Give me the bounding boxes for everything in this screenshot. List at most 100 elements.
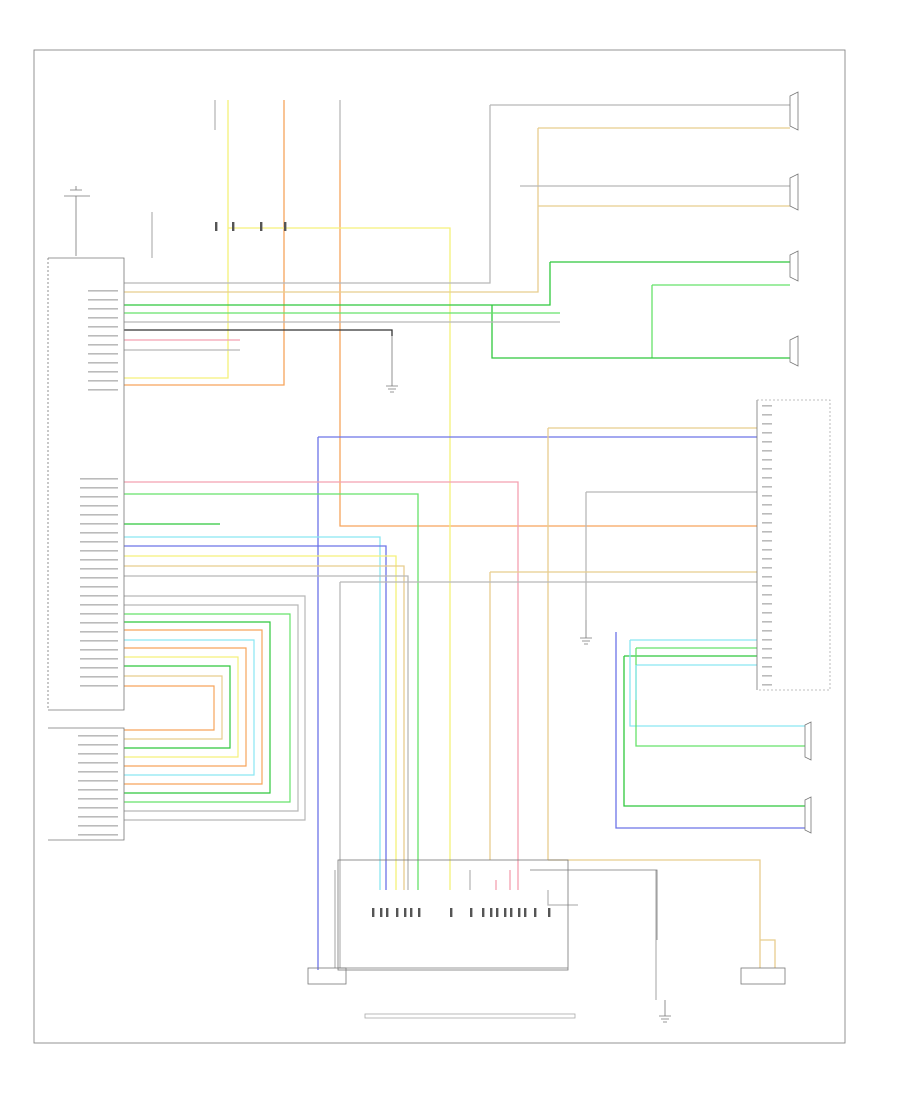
speaker-right-front-lower <box>789 335 799 367</box>
label-mark <box>88 308 118 310</box>
wire-yellow-bottom <box>228 227 451 890</box>
label-mark <box>762 639 772 641</box>
wire-bundle-4 <box>124 629 263 785</box>
label-marks <box>78 290 772 836</box>
label-mark <box>80 658 118 660</box>
wire-orange-long <box>339 160 757 527</box>
label-mark <box>80 676 118 678</box>
label-mark <box>80 523 118 525</box>
label-mark <box>762 666 772 668</box>
label-mark <box>762 423 772 425</box>
label-mark <box>762 621 772 623</box>
label-mark <box>88 317 118 319</box>
amplifier-outline <box>48 727 125 841</box>
label-mark <box>762 495 772 497</box>
label-mark <box>80 667 118 669</box>
label-mark <box>762 405 772 407</box>
connector-pin <box>496 908 499 917</box>
label-mark <box>78 771 118 773</box>
connector-pin <box>450 908 453 917</box>
connector-pin <box>548 908 551 917</box>
wire-yellow-fuse <box>124 100 229 379</box>
label-mark <box>762 540 772 542</box>
wire-bundle-10 <box>124 685 215 731</box>
label-mark <box>80 505 118 507</box>
connector-pin <box>518 908 521 917</box>
wire-tan-mid <box>124 565 405 890</box>
label-mark <box>80 496 118 498</box>
label-mark <box>80 613 118 615</box>
label-mark <box>762 513 772 515</box>
wire-green-rr <box>623 656 805 807</box>
label-mark <box>88 353 118 355</box>
wire-ltblue-rr <box>629 640 805 727</box>
connector-pin <box>215 222 218 231</box>
wire-bundle-8 <box>124 665 231 749</box>
label-mark <box>762 684 772 686</box>
label-mark <box>762 603 772 605</box>
label-mark <box>762 477 772 479</box>
label-mark <box>80 649 118 651</box>
wire-bundle-6 <box>124 647 247 767</box>
speaker-right-rear-upper <box>804 721 812 761</box>
wire-bundle-3 <box>124 621 271 794</box>
label-mark <box>762 531 772 533</box>
label-mark <box>762 504 772 506</box>
speaker-right-rear-bottom <box>307 967 347 985</box>
wire-pink-mid <box>124 481 519 890</box>
label-mark <box>80 568 118 570</box>
label-mark <box>80 640 118 642</box>
wire-tan-top <box>124 128 539 293</box>
antenna-icon <box>64 186 90 256</box>
connector-pin <box>470 908 473 917</box>
label-mark <box>88 380 118 382</box>
wire-tan-lr2 <box>760 939 776 968</box>
label-mark <box>762 675 772 677</box>
wire-bundle-0 <box>124 595 306 821</box>
label-mark <box>762 612 772 614</box>
connector-pin <box>396 908 399 917</box>
wire-yellow-mid <box>124 555 397 890</box>
wire-bundle-1 <box>124 604 299 812</box>
wire-bundle-9 <box>124 675 223 740</box>
wire-ltgreen-mid <box>124 493 419 890</box>
label-mark <box>78 762 118 764</box>
label-mark <box>762 630 772 632</box>
speaker-left-front-lower <box>789 173 799 211</box>
wire-bundle-7 <box>124 656 239 758</box>
wire-grey-br <box>547 890 578 906</box>
connector-pin <box>284 222 287 231</box>
label-mark <box>80 532 118 534</box>
label-mark <box>78 834 118 836</box>
label-mark <box>80 487 118 489</box>
wire-grey-mid <box>124 575 409 890</box>
label-mark <box>88 371 118 373</box>
wire-ltblue-mid <box>124 536 381 890</box>
connector-pin <box>524 908 527 917</box>
connector-pin <box>504 908 507 917</box>
connector-pin <box>490 908 493 917</box>
label-mark <box>762 414 772 416</box>
connector-pin <box>510 908 513 917</box>
label-mark <box>762 576 772 578</box>
wire-bundle-2 <box>124 613 291 803</box>
connector-pin <box>404 908 407 917</box>
label-mark <box>762 522 772 524</box>
label-mark <box>88 362 118 364</box>
connector-pin <box>534 908 537 917</box>
label-mark <box>88 299 118 301</box>
speaker-right-rear-lower <box>804 796 812 834</box>
wire-blue-rr <box>615 632 805 829</box>
label-mark <box>80 604 118 606</box>
diagram-frame <box>33 49 846 1044</box>
connector-pin <box>232 222 235 231</box>
label-mark <box>762 432 772 434</box>
label-mark <box>78 807 118 809</box>
label-mark <box>78 825 118 827</box>
label-mark <box>88 326 118 328</box>
wire-ltgreen-rr <box>635 648 805 747</box>
wire-orange-fuse <box>124 100 285 386</box>
components <box>47 91 831 1023</box>
label-mark <box>80 514 118 516</box>
